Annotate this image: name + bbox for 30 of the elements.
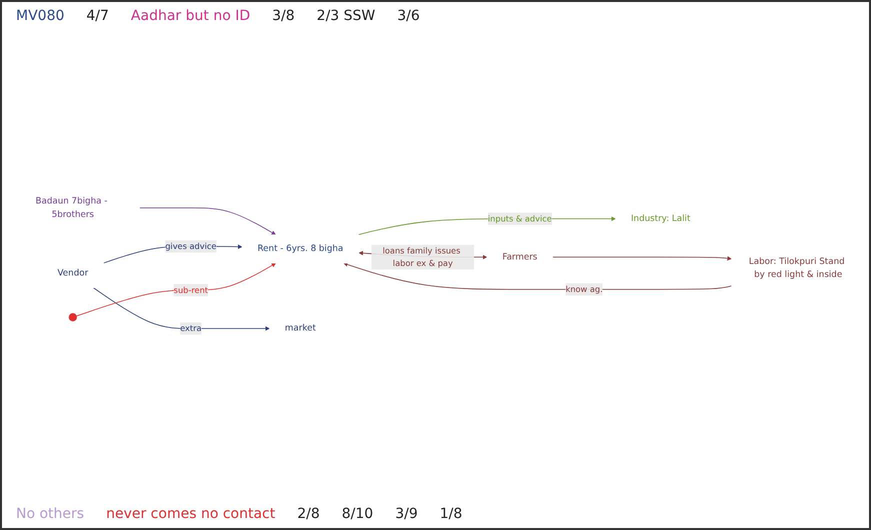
note-text: 1/8 bbox=[440, 506, 462, 522]
node-text: Labor: Tilokpuri Stand by red light & inside bbox=[748, 256, 845, 280]
note-text: No others bbox=[16, 506, 84, 522]
arrow bbox=[343, 262, 732, 290]
node-text: Vendor bbox=[58, 268, 88, 278]
node-text: Farmers bbox=[502, 252, 538, 262]
edge-label: loans family issues labor ex & pay bbox=[382, 246, 460, 268]
note-text: 3/6 bbox=[397, 8, 420, 24]
note-text: 2/3 SSW bbox=[316, 8, 376, 24]
edge-label: know ag. bbox=[566, 284, 603, 294]
note-text: never comes no contact bbox=[106, 506, 276, 522]
note-text: 3/9 bbox=[395, 506, 418, 522]
note-text: Aadhar but no ID bbox=[130, 8, 250, 24]
arrow bbox=[552, 256, 732, 261]
note-text: 8/10 bbox=[342, 506, 374, 522]
edge-label: extra bbox=[180, 323, 202, 334]
arrow bbox=[76, 263, 276, 316]
node-text: Badaun 7bigha - 5brothers bbox=[36, 196, 108, 220]
node-text: Industry: Lalit bbox=[630, 213, 690, 224]
note-text: 2/8 bbox=[297, 506, 320, 522]
note-text: 3/8 bbox=[272, 8, 295, 24]
arrow bbox=[139, 208, 276, 235]
note-text: 4/7 bbox=[86, 8, 109, 24]
edge-label: sub-rent bbox=[174, 285, 208, 295]
node-text: market bbox=[284, 323, 316, 334]
arrow bbox=[93, 287, 270, 331]
node-text: Rent - 6yrs. 8 bigha bbox=[258, 243, 344, 254]
note-text: MV080 bbox=[16, 8, 64, 24]
edge-label: gives advice bbox=[165, 241, 216, 252]
edge-label: inputs & advice bbox=[488, 214, 552, 224]
